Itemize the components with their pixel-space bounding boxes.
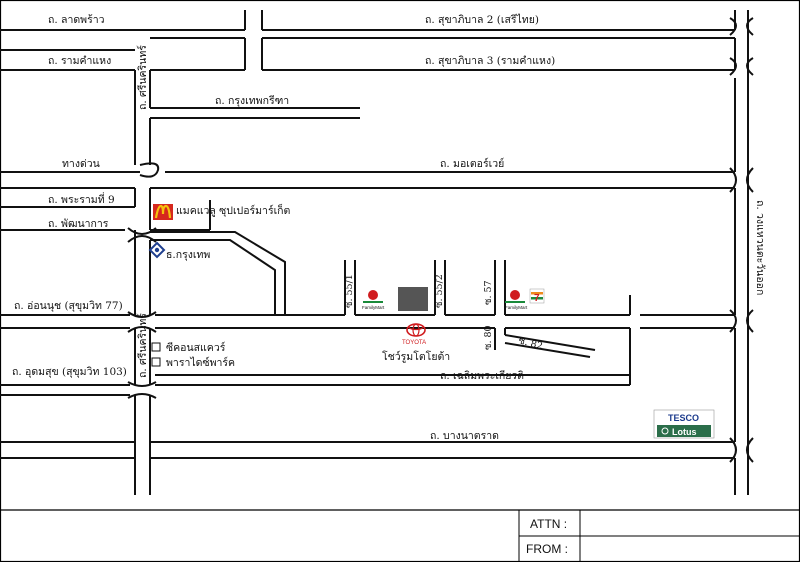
paradise-park-label: พาราไดซ์พาร์ค xyxy=(166,356,235,369)
tesco-lotus-icon: TESCO Lotus xyxy=(653,409,715,439)
soi-label-57: ซ. 57 xyxy=(483,280,494,305)
road-label-udomsuk: ถ. อุดมสุข (สุขุมวิท 103) xyxy=(12,366,127,378)
seven-eleven-label: 7 xyxy=(534,293,540,304)
road-label-expressway: ทางด่วน xyxy=(62,158,100,170)
showroom-building xyxy=(398,287,428,311)
familymart-label: FamilyMart xyxy=(362,305,385,310)
road-label-krungthep-kritha: ถ. กรุงเทพกรีฑา xyxy=(215,94,289,107)
road-label-kanchanaphisek: ถ. วงแหวนตะวันออก xyxy=(754,200,766,295)
familymart-icon xyxy=(363,290,383,303)
tesco-label: TESCO xyxy=(668,413,699,423)
road-label-chaloem-phrakiat: ถ. เฉลิมพระเกียรติ xyxy=(440,369,524,382)
lotus-label: Lotus xyxy=(672,427,697,437)
road-label-phatthanakan: ถ. พัฒนาการ xyxy=(48,218,109,230)
road-label-sukhaphiban2: ถ. สุขาภิบาล 2 (เสรีไทย) xyxy=(425,13,539,26)
familymart-label-2: FamilyMart xyxy=(505,305,528,310)
makro-supermarket-label: แมคแวลู ซุปเปอร์มาร์เก็ต xyxy=(176,203,291,217)
seacon-square-label: ซีคอนสแควร์ xyxy=(166,341,226,354)
toyota-logo-icon xyxy=(406,323,426,337)
bangkok-bank-label: ธ.กรุงเทพ xyxy=(166,249,210,261)
soi-label-80: ซ. 80 xyxy=(483,325,494,350)
seacon-square-marker xyxy=(151,342,161,352)
paradise-park-marker xyxy=(151,357,161,367)
bangkok-bank-icon xyxy=(148,241,166,259)
road-label-ramkhamhaeng: ถ. รามคำแหง xyxy=(48,55,111,67)
attn-field[interactable] xyxy=(581,511,799,535)
road-label-rama9: ถ. พระรามที่ 9 xyxy=(48,192,115,206)
road-lines xyxy=(0,10,754,495)
mcdonalds-icon xyxy=(153,204,173,220)
road-label-srinakarin-bottom: ถ. ศรีนครินทร์ xyxy=(136,313,149,378)
road-label-onnut: ถ. อ่อนนุช (สุขุมวิท 77) xyxy=(14,300,123,312)
road-label-lat-phrao: ถ. ลาดพร้าว xyxy=(48,14,105,26)
attn-label: ATTN : xyxy=(530,517,567,531)
road-label-motorway: ถ. มอเตอร์เวย์ xyxy=(440,157,504,170)
from-field[interactable] xyxy=(581,537,799,561)
seven-eleven-icon: 7 xyxy=(529,288,545,304)
showroom-label: โชว์รูมโตโยต้า xyxy=(382,350,450,363)
road-label-bang-na-trat: ถ. บางนาตราด xyxy=(430,430,499,442)
road-label-srinakarin-top: ถ. ศรีนครินทร์ xyxy=(136,45,149,110)
from-label: FROM : xyxy=(526,542,568,556)
soi-label-55-2: ซ. 55/2 xyxy=(434,274,445,308)
familymart-icon-2 xyxy=(505,290,525,303)
road-label-sukhaphiban3: ถ. สุขาภิบาล 3 (รามคำแหง) xyxy=(425,55,555,67)
toyota-brand-label: TOYOTA xyxy=(402,340,426,346)
soi-label-82: ซ. 82 xyxy=(517,335,544,352)
soi-label-55-1: ซ. 55/1 xyxy=(344,274,355,308)
